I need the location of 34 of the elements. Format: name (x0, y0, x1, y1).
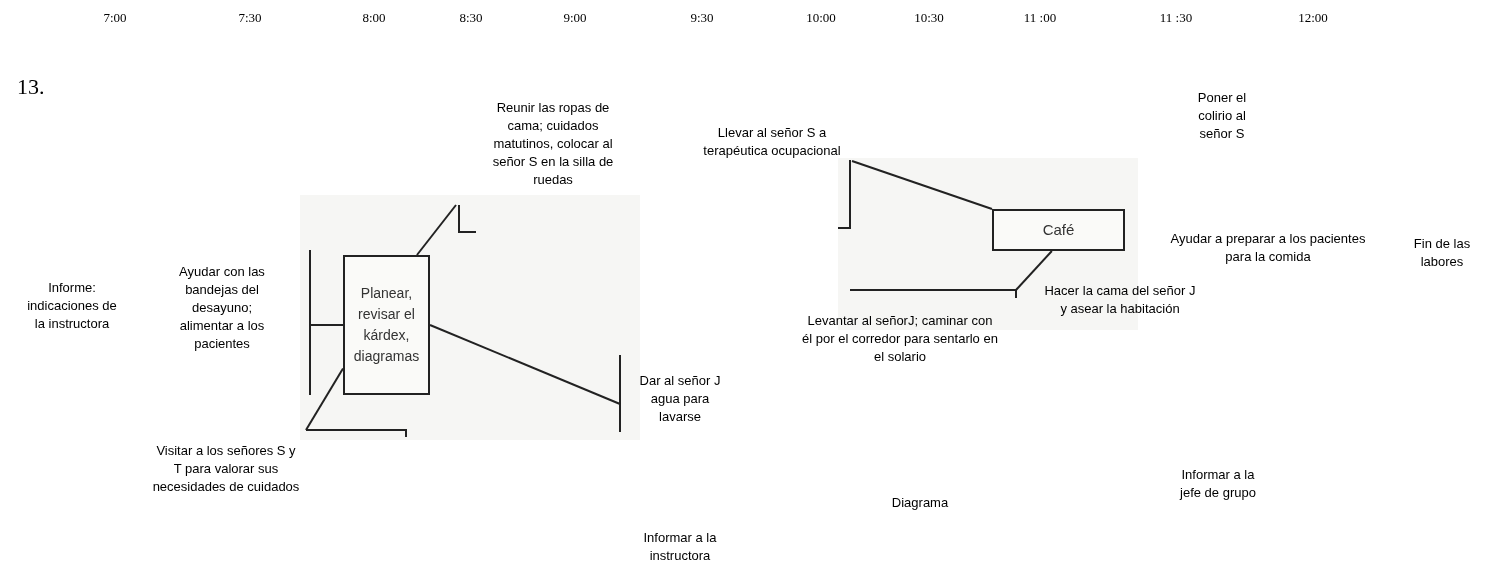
activity-box: Planear, revisar el kárdex, diagramas (343, 255, 430, 395)
time-label: 11 :30 (1158, 9, 1194, 27)
connector-line (429, 324, 621, 405)
time-label: 8:00 (361, 9, 387, 27)
activity-box: Café (992, 209, 1125, 251)
time-label: 9:00 (562, 9, 588, 27)
time-label: 8:30 (458, 9, 484, 27)
connector-line (1015, 250, 1053, 291)
activity-text: Reunir las ropas de cama; cuidados matutinos, colocar al señor S en la silla de ruedas (491, 99, 615, 189)
activity-text: Llevar al señor S a terapéutica ocupacional (702, 124, 842, 160)
time-label: 10:00 (805, 9, 837, 27)
connector-line (851, 160, 993, 210)
activity-text: Informar a la instructora (642, 529, 718, 565)
activity-text: Diagrama (890, 494, 950, 512)
activity-text: Dar al señor J agua para lavarse (638, 372, 722, 426)
activity-text: Hacer la cama del señor J y asear la habitación (1043, 282, 1197, 318)
activity-text: Ayudar con las bandejas del desayuno; alimentar a los pacientes (178, 263, 266, 353)
activity-text: Visitar a los señores S y T para valorar sus necesidades de cuidados (151, 442, 301, 496)
time-label: 12:00 (1297, 9, 1329, 27)
activity-text: Ayudar a preparar a los pacientes para la comida (1169, 230, 1367, 266)
connector-line (415, 204, 457, 256)
connector-line (310, 324, 344, 326)
time-label: 7:00 (102, 9, 128, 27)
time-label: 11 :00 (1022, 9, 1058, 27)
activity-text: Informe: indicaciones de la instructora (26, 279, 118, 333)
time-label: 10:30 (913, 9, 945, 27)
figure-number: 13. (17, 73, 45, 101)
time-label: 9:30 (689, 9, 715, 27)
activity-text: Poner el colirio al señor S (1196, 89, 1248, 143)
activity-text: Levantar al señorJ; caminar con él por el corredor para sentarlo en el solario (802, 312, 998, 366)
activity-text: Fin de las labores (1412, 235, 1472, 271)
time-label: 7:30 (237, 9, 263, 27)
activity-text: Informar a la jefe de grupo (1178, 466, 1257, 502)
connector-line (305, 367, 344, 431)
